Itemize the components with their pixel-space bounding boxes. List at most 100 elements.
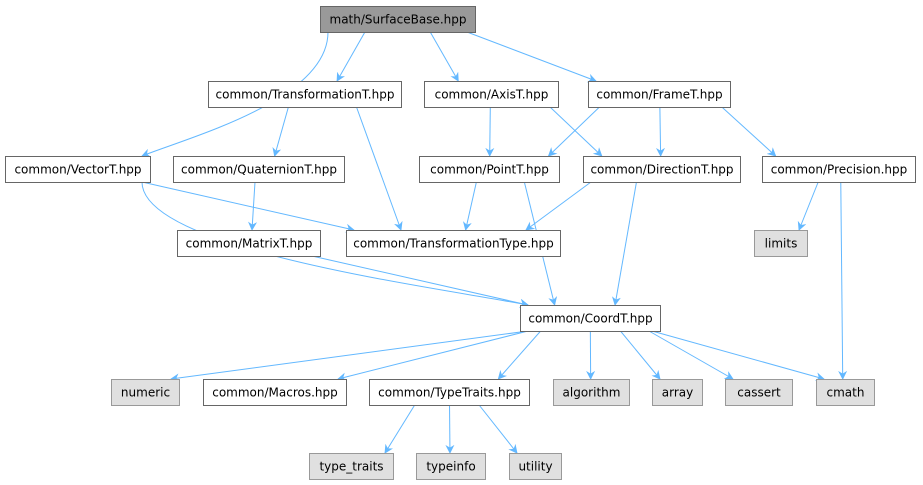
node-precision[interactable]: common/Precision.hpp	[762, 156, 916, 183]
node-box-utility	[509, 453, 562, 480]
node-label-typeinfo: typeinfo	[426, 460, 475, 474]
edge-coordt-to-typetraits	[497, 330, 542, 380]
node-limits: limits	[754, 230, 808, 257]
node-label-pointt: common/PointT.hpp	[430, 163, 549, 177]
node-label-cmath: cmath	[827, 386, 865, 400]
nodes-layer: math/SurfaceBase.hpp common/Transformatio…	[5, 6, 916, 480]
node-label-axist: common/AxisT.hpp	[435, 88, 549, 102]
node-directiont[interactable]: common/DirectionT.hpp	[583, 156, 741, 183]
node-box-macros	[203, 379, 347, 406]
node-coordt[interactable]: common/CoordT.hpp	[520, 305, 661, 332]
node-label-matrixt: common/MatrixT.hpp	[186, 237, 313, 251]
node-label-surfacebase: math/SurfaceBase.hpp	[330, 13, 467, 27]
edge-matrixt-to-coordt	[311, 255, 529, 308]
edge-transformationt-to-quaterniont	[272, 106, 289, 157]
node-box-array	[652, 379, 703, 406]
node-label-algorithm: algorithm	[563, 386, 621, 400]
edge-precision-to-limits	[797, 181, 819, 231]
node-cmath: cmath	[816, 379, 875, 406]
node-box-typeinfo	[416, 453, 486, 480]
node-transformationtype[interactable]: common/TransformationType.hpp	[346, 230, 561, 257]
node-box-numeric	[111, 379, 180, 406]
edge-framet-to-precision	[721, 106, 777, 157]
node-label-transformationtype: common/TransformationType.hpp	[353, 237, 554, 251]
node-label-cassert: cassert	[737, 386, 781, 400]
node-label-vectort: common/VectorT.hpp	[14, 163, 141, 177]
node-box-precision	[762, 156, 916, 183]
node-label-precision: common/Precision.hpp	[771, 163, 908, 177]
node-cassert: cassert	[725, 379, 793, 406]
node-vectort[interactable]: common/VectorT.hpp	[5, 156, 151, 183]
node-label-quaterniont: common/QuaternionT.hpp	[181, 163, 337, 177]
edge-surfacebase-to-axist	[429, 31, 459, 82]
node-macros[interactable]: common/Macros.hpp	[203, 379, 347, 406]
edge-surfacebase-to-vectort	[141, 31, 329, 158]
node-surfacebase[interactable]: math/SurfaceBase.hpp	[320, 6, 476, 33]
node-box-transformationt	[208, 81, 402, 108]
node-quaterniont[interactable]: common/QuaternionT.hpp	[173, 156, 345, 183]
edge-transformationt-to-transformationtype	[356, 106, 403, 231]
edge-pointt-to-transformationtype	[462, 181, 477, 231]
node-label-transformationt: common/TransformationT.hpp	[216, 88, 395, 102]
node-box-algorithm	[553, 379, 630, 406]
node-box-framet	[588, 81, 731, 108]
node-algorithm: algorithm	[553, 379, 630, 406]
node-box-transformationtype	[346, 230, 561, 257]
node-label-coordt: common/CoordT.hpp	[528, 312, 652, 326]
edge-coordt-to-cassert	[648, 330, 734, 380]
node-pointt[interactable]: common/PointT.hpp	[419, 156, 560, 183]
node-box-surfacebase	[320, 6, 476, 33]
edge-vectort-to-coordt	[141, 181, 529, 308]
node-label-directiont: common/DirectionT.hpp	[590, 163, 733, 177]
node-box-matrixt	[177, 230, 321, 257]
node-label-utility: utility	[518, 460, 552, 474]
node-box-vectort	[5, 156, 151, 183]
node-box-cassert	[725, 379, 793, 406]
edge-coordt-to-cmath	[651, 330, 825, 382]
edge-coordt-to-numeric	[170, 330, 529, 383]
node-numeric: numeric	[111, 379, 180, 406]
node-label-numeric: numeric	[121, 386, 170, 400]
node-typetraits[interactable]: common/TypeTraits.hpp	[369, 379, 530, 406]
node-box-limits	[754, 230, 808, 257]
node-box-pointt	[419, 156, 560, 183]
node-box-quaterniont	[173, 156, 345, 183]
node-box-cmath	[816, 379, 875, 406]
edge-surfacebase-to-framet	[466, 31, 597, 83]
edge-quaterniont-to-matrixt	[248, 181, 257, 231]
edge-precision-to-cmath	[838, 181, 848, 380]
node-typeinfo: typeinfo	[416, 453, 486, 480]
edges-layer	[141, 31, 848, 454]
edge-typetraits-to-type_traits	[384, 404, 416, 454]
edge-axist-to-pointt	[485, 106, 495, 157]
edge-axist-to-directiont	[549, 106, 603, 157]
node-label-array: array	[662, 386, 693, 400]
node-box-coordt	[520, 305, 661, 332]
edge-typetraits-to-utility	[478, 404, 518, 454]
node-transformationt[interactable]: common/TransformationT.hpp	[208, 81, 402, 108]
node-box-type_traits	[309, 453, 394, 480]
edge-surfacebase-to-transformationt	[336, 31, 366, 82]
edge-directiont-to-transformationtype	[525, 181, 592, 231]
node-framet[interactable]: common/FrameT.hpp	[588, 81, 731, 108]
edge-coordt-to-macros	[337, 330, 529, 382]
node-label-framet: common/FrameT.hpp	[596, 88, 722, 102]
edge-framet-to-directiont	[656, 106, 666, 157]
edge-coordt-to-array	[620, 330, 661, 380]
node-utility: utility	[509, 453, 562, 480]
node-label-limits: limits	[765, 237, 798, 251]
edge-vectort-to-transformationtype	[141, 181, 355, 233]
node-box-axist	[424, 81, 559, 108]
node-box-typetraits	[369, 379, 530, 406]
node-label-macros: common/Macros.hpp	[212, 386, 338, 400]
node-type_traits: type_traits	[309, 453, 394, 480]
node-label-type_traits: type_traits	[319, 460, 383, 474]
edge-directiont-to-coordt	[611, 181, 637, 306]
node-axist[interactable]: common/AxisT.hpp	[424, 81, 559, 108]
node-box-directiont	[583, 156, 741, 183]
edge-framet-to-pointt	[547, 106, 600, 157]
node-array: array	[652, 379, 703, 406]
node-label-typetraits: common/TypeTraits.hpp	[378, 386, 521, 400]
node-matrixt[interactable]: common/MatrixT.hpp	[177, 230, 321, 257]
